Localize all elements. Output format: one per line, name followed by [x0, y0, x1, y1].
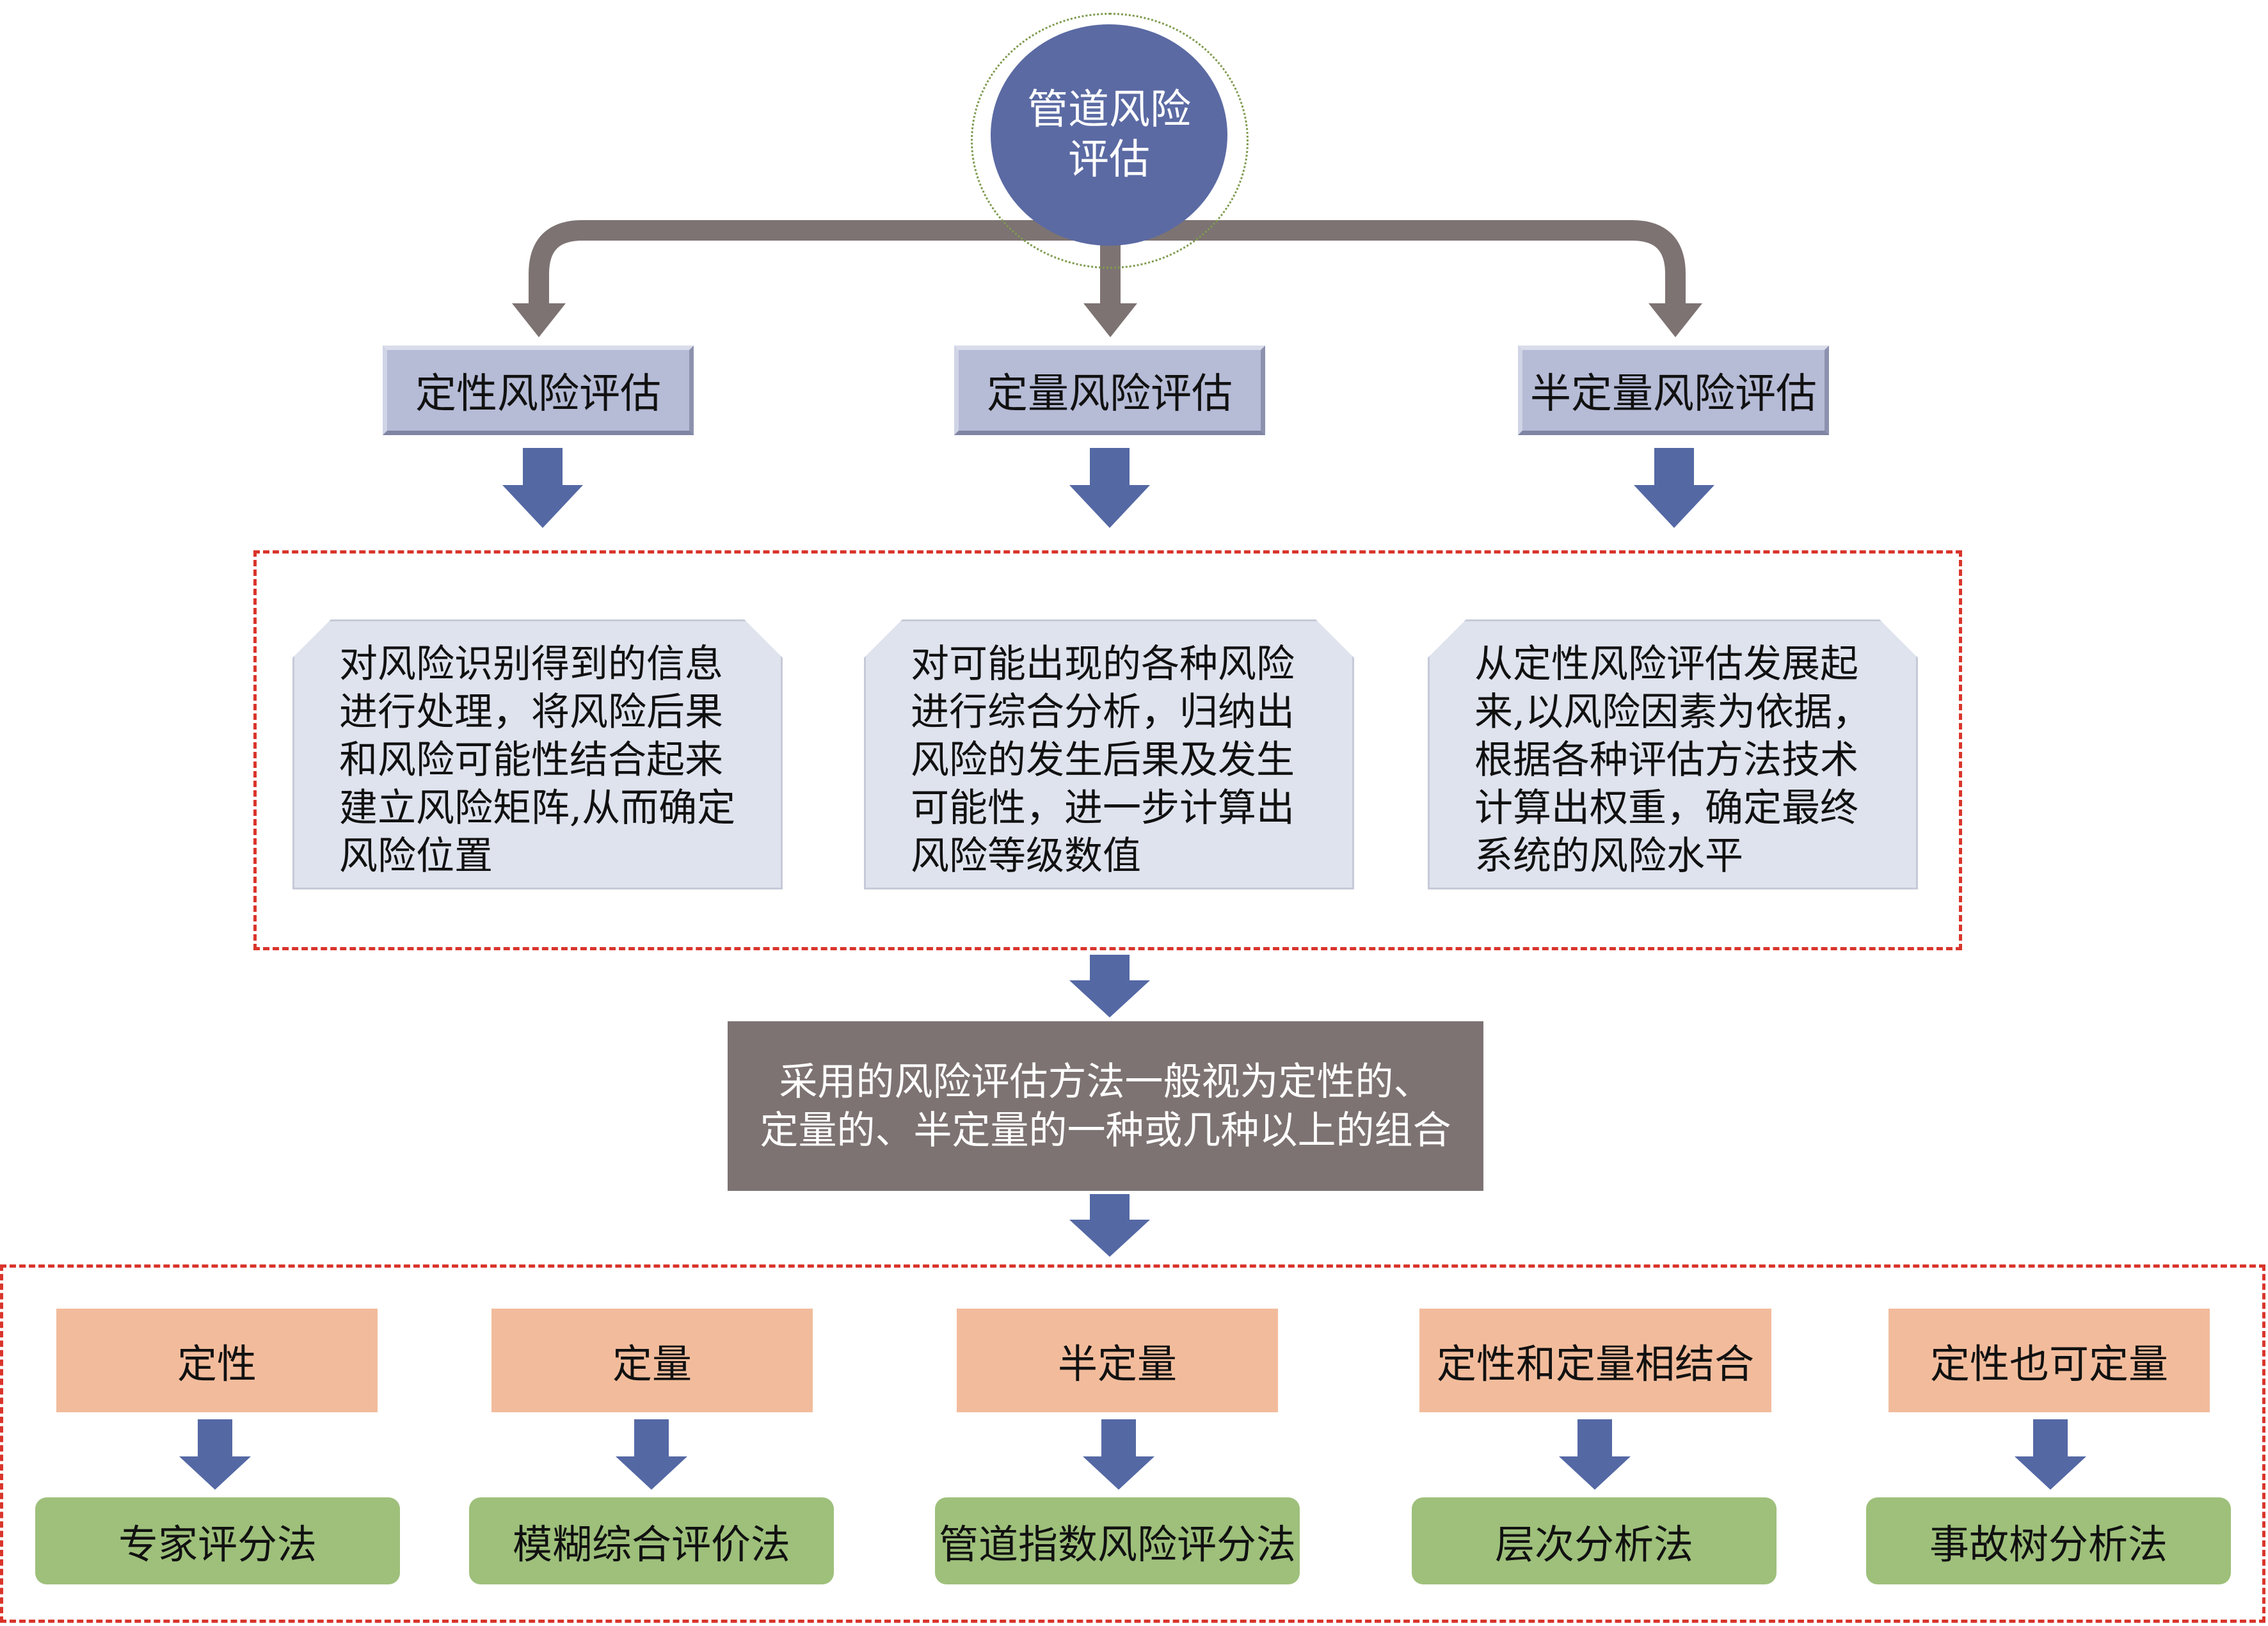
root-node: 管道风险 评估	[991, 24, 1227, 246]
technique-label: 专家评分法	[118, 1521, 317, 1568]
category-semi-quantitative: 半定量风险评估	[1518, 346, 1829, 435]
curved-arrow-left	[529, 220, 1110, 306]
method-box: 定性	[56, 1309, 378, 1412]
down-arrow-cat-3	[1634, 448, 1714, 528]
method-label: 定性也可定量	[1929, 1341, 2168, 1387]
summary-line: 采用的风险评估方法一般视为定性的、	[779, 1059, 1432, 1104]
down-arrow-method-3	[1083, 1419, 1154, 1490]
technique-box: 事故树分析法	[1866, 1497, 2231, 1584]
description-line: 可能性，进一步计算出	[911, 786, 1295, 831]
description-line: 风险位置	[339, 834, 493, 879]
summary-box: 采用的风险评估方法一般视为定性的、 定量的、半定量的一种或几种以上的组合	[728, 1021, 1483, 1191]
down-arrow-method-4	[1559, 1419, 1631, 1490]
method-box: 定性和定量相结合	[1419, 1309, 1771, 1412]
down-arrow-method-5	[2015, 1419, 2086, 1490]
description-line: 根据各种评估方法技术	[1474, 738, 1858, 783]
category-qualitative: 定性风险评估	[383, 346, 694, 435]
curved-arrowhead-left	[512, 303, 566, 337]
description-line: 建立风险矩阵,从而确定	[339, 786, 736, 831]
category-label: 定性风险评估	[415, 371, 661, 418]
down-arrow-method-1	[179, 1419, 251, 1490]
description-line: 风险等级数值	[911, 834, 1141, 879]
description-line: 对可能出现的各种风险	[911, 642, 1295, 687]
description-group	[253, 550, 1962, 950]
technique-box: 管道指数风险评分法	[935, 1497, 1300, 1584]
down-arrow-cat-1	[502, 448, 583, 528]
method-box: 定性也可定量	[1889, 1309, 2210, 1412]
technique-label: 管道指数风险评分法	[938, 1521, 1296, 1568]
method-label: 定性	[177, 1341, 257, 1387]
method-label: 定性和定量相结合	[1436, 1341, 1754, 1387]
description-line: 风险的发生后果及发生	[911, 738, 1295, 783]
down-arrow-to-methods	[1069, 1194, 1150, 1257]
description-line: 进行综合分析，归纳出	[911, 690, 1295, 735]
technique-label: 事故树分析法	[1929, 1521, 2168, 1568]
description-line: 和风险可能性结合起来	[339, 738, 723, 783]
description-line: 从定性风险评估发展起	[1474, 642, 1858, 687]
description-semi-quantitative: 从定性风险评估发展起 来,以风险因素为依据， 根据各种评估方法技术 计算出权重，…	[1428, 619, 1918, 889]
description-line: 计算出权重，确定最终	[1474, 786, 1858, 831]
description-qualitative: 对风险识别得到的信息 进行处理，将风险后果 和风险可能性结合起来 建立风险矩阵,…	[292, 619, 783, 889]
technique-label: 层次分析法	[1494, 1521, 1693, 1568]
down-arrow-method-2	[616, 1419, 687, 1490]
technique-label: 模糊综合评价法	[512, 1521, 790, 1568]
down-arrow-to-summary	[1069, 955, 1150, 1017]
summary-line: 定量的、半定量的一种或几种以上的组合	[760, 1108, 1451, 1153]
root-node-ring	[971, 13, 1249, 269]
technique-box: 模糊综合评价法	[469, 1497, 834, 1584]
description-line: 对风险识别得到的信息	[339, 642, 723, 687]
category-label: 定量风险评估	[987, 371, 1233, 418]
method-label: 定量	[612, 1341, 692, 1387]
down-arrow-cat-2	[1069, 448, 1150, 528]
method-box: 半定量	[957, 1309, 1278, 1412]
technique-box: 专家评分法	[35, 1497, 400, 1584]
technique-box: 层次分析法	[1412, 1497, 1777, 1584]
methods-group	[0, 1264, 2265, 1623]
method-label: 半定量	[1057, 1341, 1177, 1387]
curved-arrowhead-right	[1649, 303, 1702, 337]
root-title-line: 评估	[1068, 136, 1150, 184]
root-title-line: 管道风险	[1027, 86, 1191, 134]
category-label: 半定量风险评估	[1530, 371, 1817, 418]
curved-arrowhead-center	[1083, 303, 1137, 337]
description-line: 进行处理，将风险后果	[339, 690, 723, 735]
description-line: 系统的风险水平	[1474, 834, 1743, 879]
method-box: 定量	[491, 1309, 813, 1412]
category-quantitative: 定量风险评估	[954, 346, 1265, 435]
description-line: 来,以风险因素为依据，	[1474, 690, 1871, 735]
description-quantitative: 对可能出现的各种风险 进行综合分析，归纳出 风险的发生后果及发生 可能性，进一步…	[864, 619, 1354, 889]
curved-arrow-right	[1110, 220, 1686, 306]
